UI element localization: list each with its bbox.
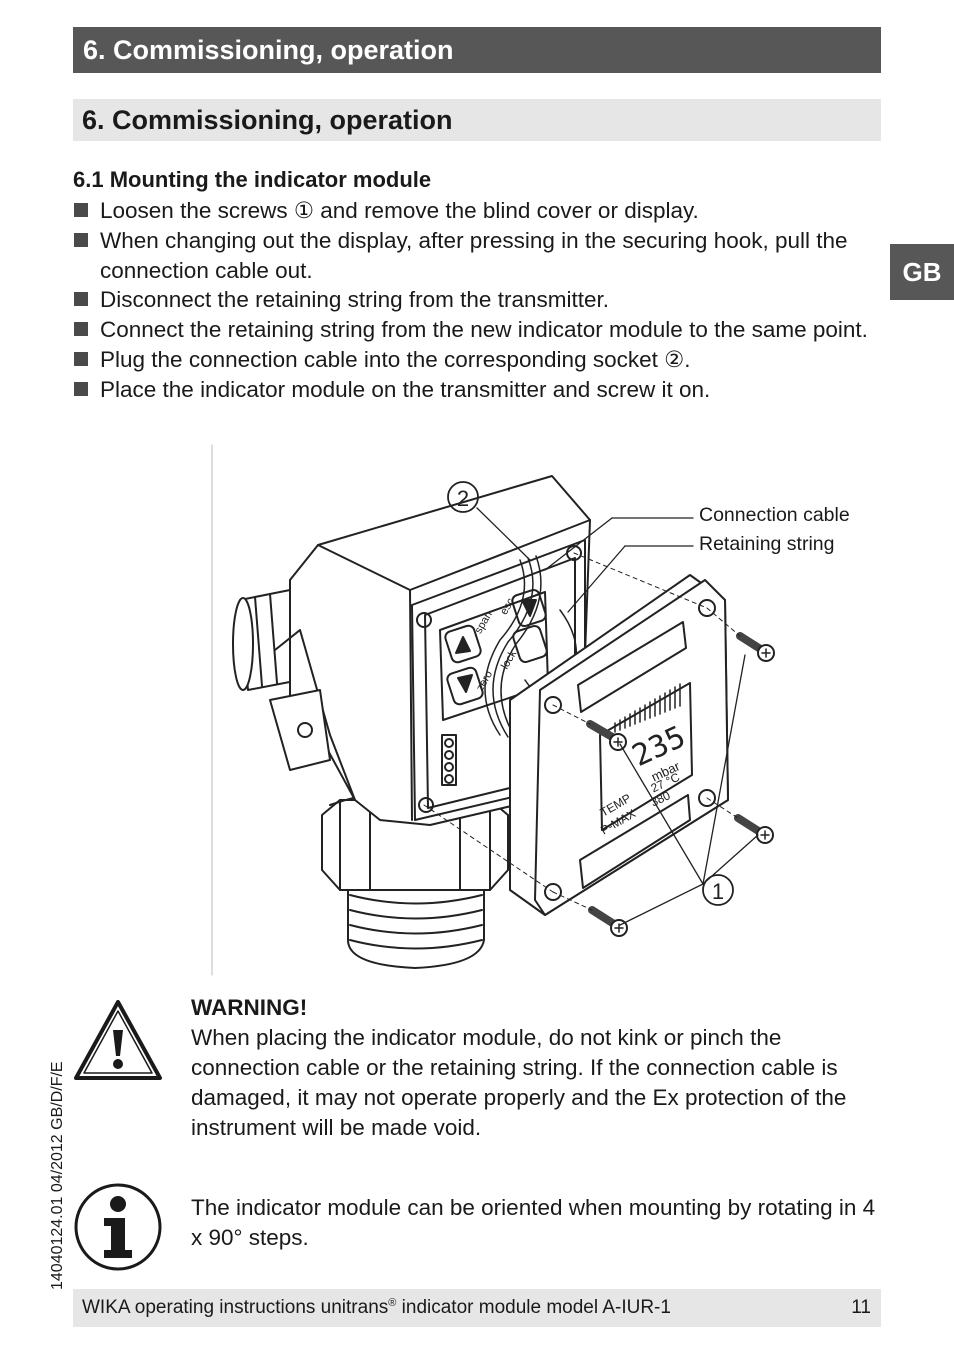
connection-cable-label: Connection cable xyxy=(699,504,850,526)
chapter-header: 6. Commissioning, operation xyxy=(73,27,881,73)
list-item: When changing out the display, after pre… xyxy=(73,226,873,286)
cable-gland xyxy=(232,589,301,691)
bullet-square-icon xyxy=(74,351,88,366)
bullet-square-icon xyxy=(74,292,88,307)
list-item: Place the indicator module on the transm… xyxy=(73,375,873,405)
subsection-heading: 6.1 Mounting the indicator module xyxy=(73,167,432,192)
list-item-text: Plug the connection cable into the corre… xyxy=(100,346,691,372)
screw-bottom-right xyxy=(734,814,774,844)
language-tab: GB xyxy=(890,244,954,300)
list-item: Plug the connection cable into the corre… xyxy=(73,345,873,375)
instruction-list: Loosen the screws ① and remove the blind… xyxy=(73,196,873,405)
callout-2-circle xyxy=(447,481,479,513)
list-item-text: Disconnect the retaining string from the… xyxy=(100,287,609,313)
bullet-square-icon xyxy=(74,232,88,247)
screw-top-right xyxy=(736,632,775,662)
mounting-illustration: span esc zero lock xyxy=(211,444,775,976)
callout-1-circle xyxy=(702,874,734,906)
retaining-string-label: Retaining string xyxy=(699,533,835,555)
chapter-title: 6. Commissioning, operation xyxy=(83,35,454,65)
language-tab-label: GB xyxy=(902,257,942,287)
warning-text: When placing the indicator module, do no… xyxy=(191,1025,847,1140)
list-item: Loosen the screws ① and remove the blind… xyxy=(73,196,873,226)
footer-text-start: WIKA operating instructions unitrans xyxy=(82,1297,389,1318)
registered-mark: ® xyxy=(388,1297,397,1309)
bullet-square-icon xyxy=(74,381,88,396)
footer-text: WIKA operating instructions unitrans® in… xyxy=(82,1297,671,1318)
screw-bottom-left xyxy=(588,906,628,937)
list-item-text: Loosen the screws ① and remove the blind… xyxy=(100,198,699,223)
bullet-square-icon xyxy=(74,203,88,217)
callout-1-number: 1 xyxy=(712,879,724,904)
document-code: 14040124.01 04/2012 GB/D/F/E xyxy=(49,1061,66,1290)
warning-block: WARNING! When placing the indicator modu… xyxy=(191,993,891,1143)
list-item: Connect the retaining string from the ne… xyxy=(73,315,873,345)
bullet-square-icon xyxy=(74,322,88,337)
warning-triangle-icon xyxy=(74,1000,162,1080)
page-footer: WIKA operating instructions unitrans® in… xyxy=(73,1289,881,1327)
list-item-text: When changing out the display, after pre… xyxy=(100,227,848,283)
list-item-text: Connect the retaining string from the ne… xyxy=(100,317,868,343)
list-item-text: Place the indicator module on the transm… xyxy=(100,376,711,402)
screw-mid-left xyxy=(586,720,627,751)
warning-title: WARNING! xyxy=(191,995,308,1020)
callout-2-number: 2 xyxy=(457,486,469,511)
section-title: 6. Commissioning, operation xyxy=(82,105,453,135)
page-number: 11 xyxy=(851,1297,871,1318)
section-header: 6. Commissioning, operation xyxy=(73,99,881,141)
info-icon xyxy=(74,1183,162,1271)
info-text: The indicator module can be oriented whe… xyxy=(191,1195,876,1250)
list-item: Disconnect the retaining string from the… xyxy=(73,285,873,315)
footer-text-end: indicator module model A-IUR-1 xyxy=(396,1297,671,1318)
